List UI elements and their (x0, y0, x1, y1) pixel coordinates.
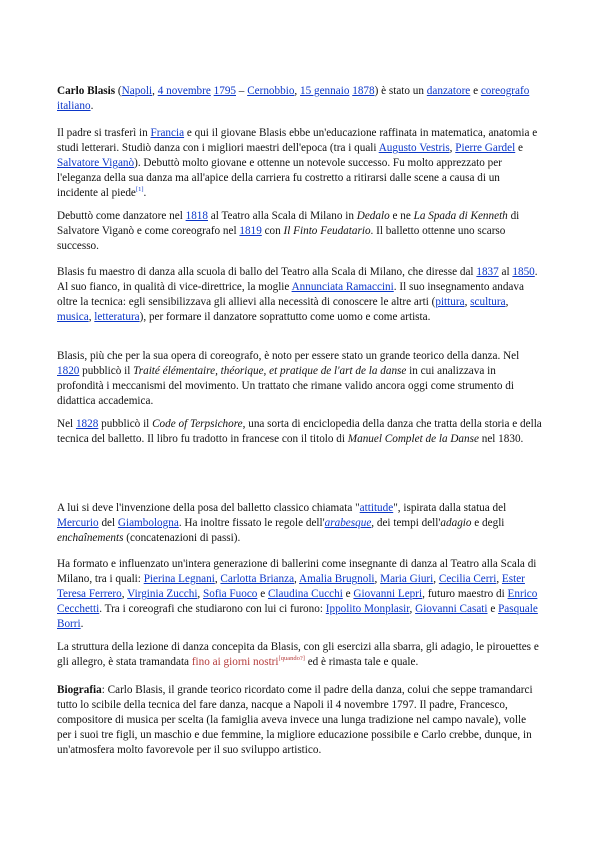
link-brugnoli[interactable]: Amalia Brugnoli (299, 573, 375, 586)
link-pittura[interactable]: pittura (435, 296, 465, 309)
link-scultura[interactable]: scultura (470, 296, 506, 309)
debut-paragraph: Debuttò come danzatore nel 1818 al Teatr… (57, 210, 520, 253)
link-gardel[interactable]: Pierre Gardel (455, 142, 516, 155)
link-birth-date[interactable]: 4 novembre (157, 85, 211, 97)
link-1850[interactable]: 1850 (512, 266, 535, 278)
link-cernobbio[interactable]: Cernobbio (247, 85, 295, 97)
education-paragraph: Il padre si trasferì in Francia e qui il… (57, 127, 538, 200)
students-paragraph: Ha formato e influenzato un'intera gener… (57, 558, 538, 631)
link-1818[interactable]: 1818 (185, 210, 208, 222)
theory-paragraph: Blasis, più che per la sua opera di core… (57, 350, 520, 408)
link-mercurio[interactable]: Mercurio (57, 517, 99, 530)
link-fino-ai-giorni-nostri[interactable]: fino ai giorni nostri (191, 656, 279, 669)
citation-needed-link[interactable]: [quando?] (278, 655, 305, 663)
link-fuoco[interactable]: Sofia Fuoco (203, 588, 258, 601)
link-lepri[interactable]: Giovanni Lepri (353, 588, 423, 601)
link-ramaccini[interactable]: Annunciata Ramaccini (291, 281, 394, 294)
link-borri[interactable]: Pasquale Borri (57, 603, 538, 631)
lesson-paragraph: La struttura della lezione di danza conc… (57, 641, 539, 669)
link-birth-year[interactable]: 1795 (213, 85, 236, 97)
code-paragraph: Nel 1828 pubblicò il Code of Terpsichore… (57, 418, 542, 446)
biography-paragraph: Biografia: Carlo Blasis, il grande teori… (57, 684, 533, 757)
link-italiano[interactable]: italiano (57, 100, 91, 113)
attitude-paragraph: A lui si deve l'invenzione della posa de… (57, 502, 507, 545)
link-coreografo[interactable]: coreografo (480, 85, 530, 97)
link-zucchi[interactable]: Virginia Zucchi (127, 588, 198, 601)
link-letteratura[interactable]: letteratura (94, 311, 140, 324)
link-1820[interactable]: 1820 (57, 365, 80, 378)
link-1828[interactable]: 1828 (75, 418, 99, 430)
citation-needed-ref: [quando?] (279, 655, 305, 662)
link-ferrero[interactable]: Ester Teresa Ferrero (57, 573, 525, 601)
link-vestris[interactable]: Augusto Vestris (378, 142, 450, 155)
link-monplaisir[interactable]: Ippolito Monplasir (325, 603, 410, 616)
link-death-date[interactable]: 15 gennaio (300, 85, 350, 97)
footnote-link[interactable]: [1] (135, 186, 144, 194)
biography-label: Biografia (57, 684, 102, 696)
link-cucchi[interactable]: Claudina Cucchi (267, 588, 343, 601)
link-casati[interactable]: Giovanni Casati (415, 603, 488, 616)
link-napoli[interactable]: Napoli (121, 85, 153, 97)
link-legnani[interactable]: Pierina Legnani (143, 573, 215, 586)
link-vigano[interactable]: Salvatore Viganò (57, 157, 135, 170)
link-giambologna[interactable]: Giambologna (117, 517, 179, 530)
link-brianza[interactable]: Carlotta Brianza (220, 573, 295, 586)
link-1819[interactable]: 1819 (239, 225, 262, 238)
footnote-ref: [1] (135, 186, 144, 194)
intro-paragraph: Carlo Blasis (Napoli, 4 novembre 1795 – … (57, 85, 530, 113)
teaching-paragraph: Blasis fu maestro di danza alla scuola d… (57, 266, 538, 324)
link-musica[interactable]: musica (57, 311, 89, 324)
link-cecchetti[interactable]: Enrico Cecchetti (57, 588, 538, 616)
link-cerri[interactable]: Cecilia Cerri (438, 573, 497, 586)
link-danzatore[interactable]: danzatore (426, 85, 471, 97)
link-arabesque[interactable]: arabesque (324, 517, 372, 530)
link-1837[interactable]: 1837 (476, 266, 499, 278)
link-giuri[interactable]: Maria Giuri (380, 573, 434, 586)
link-attitude[interactable]: attitude (359, 502, 394, 514)
link-francia[interactable]: Francia (150, 127, 185, 139)
link-death-year[interactable]: 1878 (352, 85, 375, 97)
subject-name: Carlo Blasis (57, 85, 116, 97)
